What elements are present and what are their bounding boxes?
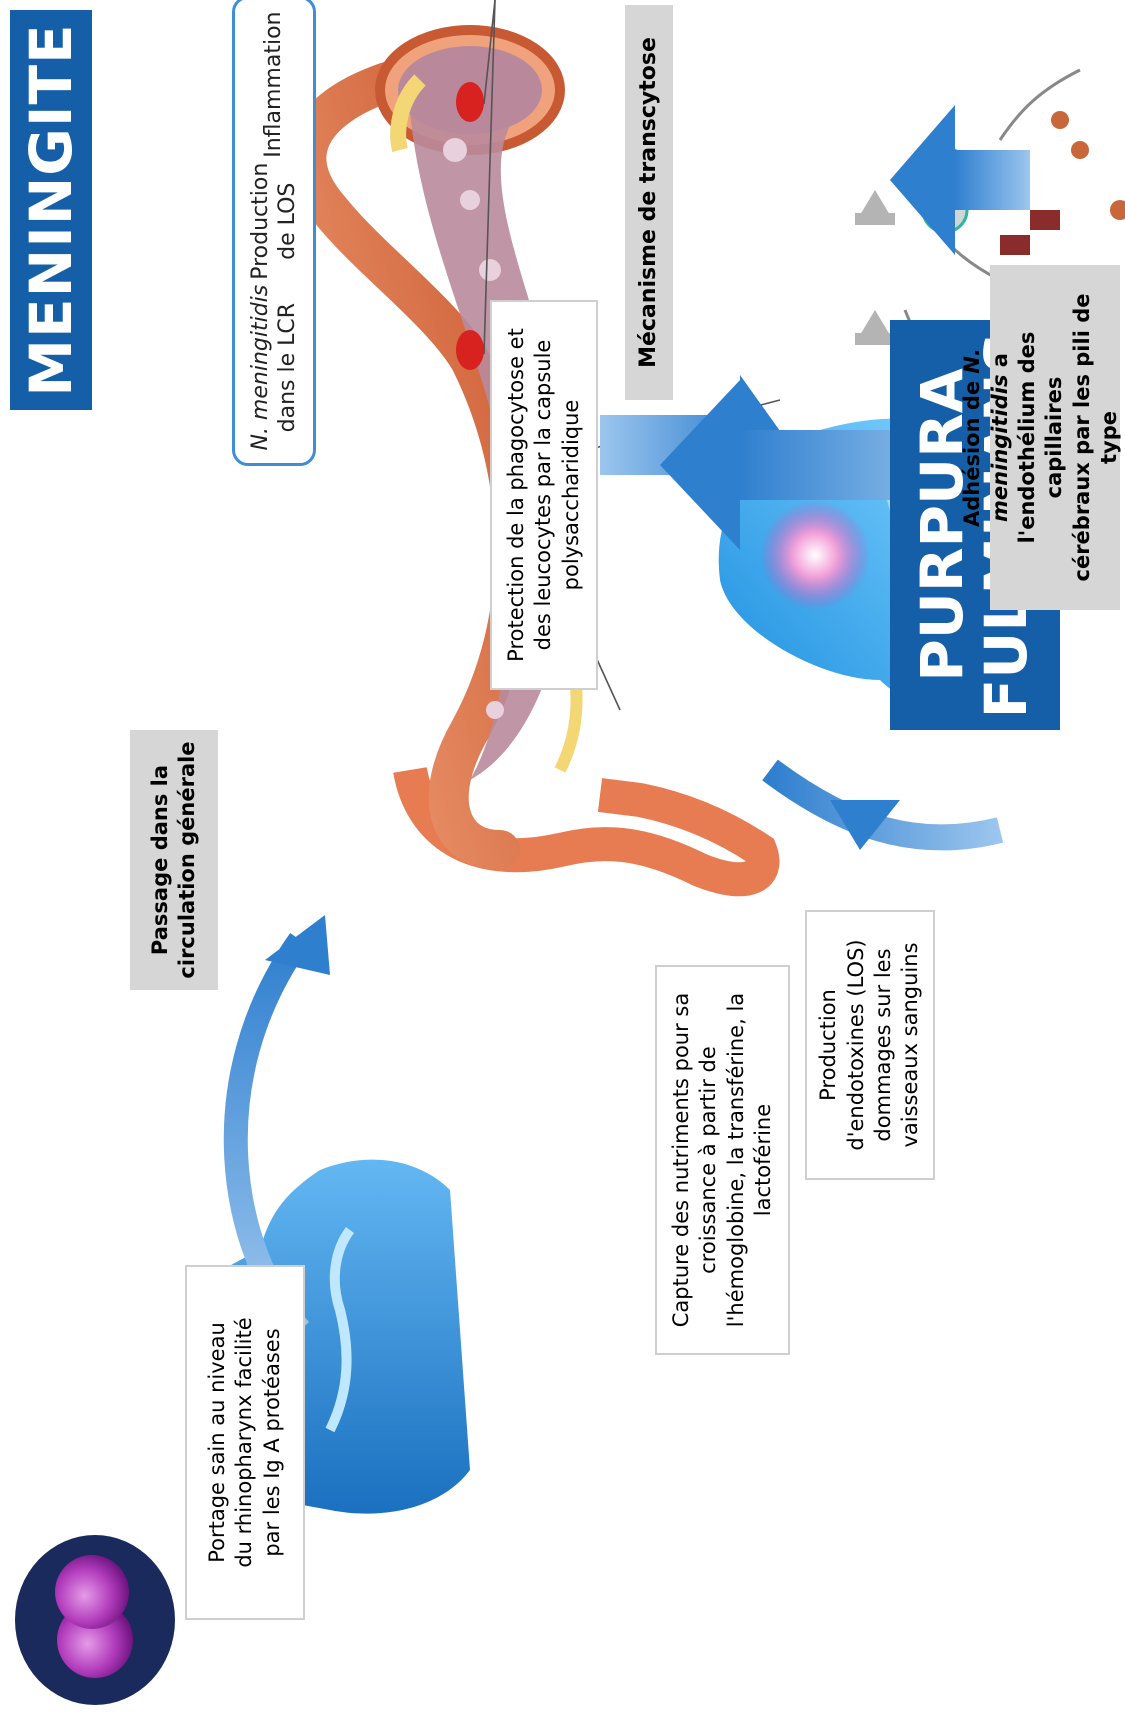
protection-box: Protection de la phagocytose et des leuc… [490,300,598,690]
production-text: Production d'endotoxines (LOS) dommages … [815,939,924,1150]
portage-text: Portage sain au niveau du rhinopharynx f… [204,1317,286,1567]
meningite-title: MENINGITE [17,23,85,396]
mecanisme-box: Mécanisme de transcytose [625,5,673,400]
adhesion-prefix: Adhésion de [960,374,984,527]
diplococcus-image [15,1535,175,1705]
mecanisme-text: Mécanisme de transcytose [635,37,664,368]
meningite-banner: MENINGITE [10,10,92,410]
production-box: Production d'endotoxines (LOS) dommages … [805,910,935,1180]
portage-box: Portage sain au niveau du rhinopharynx f… [185,1265,305,1620]
capture-text: Capture des nutriments pour sa croissanc… [668,993,777,1328]
lcr-species: N. meningitidis [248,285,273,451]
passage-text: Passage dans la circulation générale [147,741,202,978]
lcr-step-arrows [855,190,895,345]
passage-box: Passage dans la circulation générale [130,730,218,990]
arrow-to-brain [770,770,1000,850]
lcr-anchor [230,464,234,468]
lcr-step-production: Production de LOS [247,163,302,280]
adhesion-text: Adhésion de N. meningitidis a l'endothél… [959,275,1125,600]
adhesion-box: Adhésion de N. meningitidis a l'endothél… [990,265,1120,610]
capture-box: Capture des nutriments pour sa croissanc… [655,965,790,1355]
lcr-step1-rest: dans le LCR [275,303,300,432]
lcr-step-inflammation: Inflammation [260,12,288,158]
protection-text: Protection de la phagocytose et des leuc… [503,328,585,662]
